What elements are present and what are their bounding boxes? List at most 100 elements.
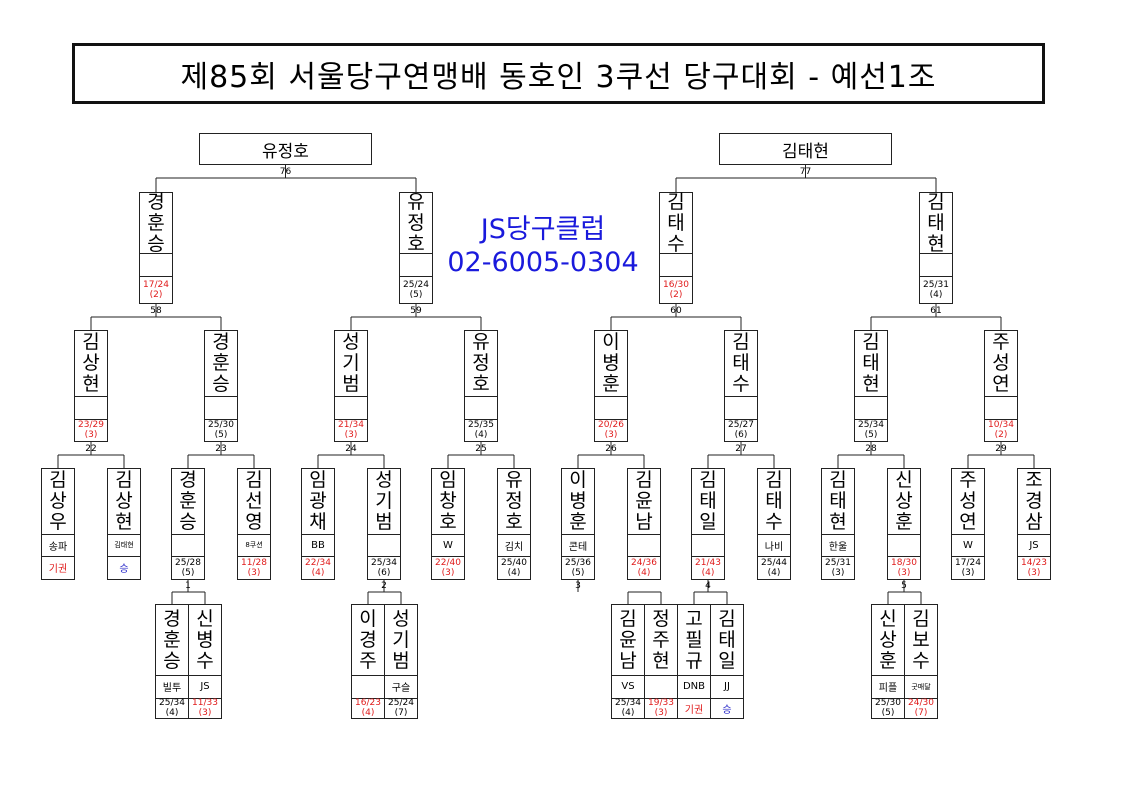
inning-count: (3) [961,567,975,578]
inning-count: (3) [604,430,618,440]
club-name: 8쿠션 [238,534,270,557]
inning-count: (3) [247,567,261,578]
match-number: 26 [605,444,617,454]
inning-count: (3) [84,430,98,440]
inning-count: (3) [344,430,358,440]
club-name: 빌투 [156,675,188,699]
match-number: 22 [85,444,97,454]
inning-count: (5) [409,289,423,300]
inning-count: (7) [914,708,928,718]
club-name: VS [612,675,644,699]
inning-count: (4) [637,567,651,578]
blank-cell [75,396,107,420]
score-value: 25/35 [468,420,494,430]
score-value: 22/34 [305,557,331,568]
score-cell: 16/23(4) [352,698,384,718]
inning-count: (2) [994,430,1008,440]
inning-count: (4) [311,567,325,578]
club-name: 굿매달 [905,675,937,699]
score-cell: 25/34(6) [368,556,400,579]
inning-count: (3) [198,708,212,718]
score-value: 24/36 [631,557,657,568]
blank-cell [985,396,1017,420]
score-cell: 10/34(2) [985,419,1017,441]
match-number: 23 [215,444,227,454]
score-value: 25/27 [728,420,754,430]
score-cell: 25/44(4) [758,556,790,579]
score-cell: 25/30(5) [205,419,237,441]
match-number: 28 [865,444,877,454]
score-value: 23/29 [78,420,104,430]
score-cell: 11/33(3) [189,698,221,718]
score-cell: 25/36(5) [562,556,594,579]
score-value: 25/40 [501,557,527,568]
club-name [888,534,920,557]
blank-cell [660,253,692,277]
result-cell: 승 [722,704,732,716]
score-cell: 18/30(3) [888,556,920,579]
inning-count: (4) [361,708,375,718]
inning-count: (4) [165,708,179,718]
score-cell: 25/31(4) [920,276,952,303]
score-value: 17/24 [143,279,169,290]
club-name [645,675,677,699]
inning-count: (4) [767,567,781,578]
club-name: 콘테 [562,534,594,557]
club-promo: JS당구클럽 02-6005-0304 [438,213,648,279]
score-cell: 11/28(3) [238,556,270,579]
club-name [628,534,660,557]
inning-count: (7) [394,708,408,718]
inning-count: (4) [621,708,635,718]
match-number: 25 [475,444,487,454]
match-number: 24 [345,444,357,454]
club-name: 구슬 [385,675,417,699]
club-name [172,534,204,557]
club-name: JS [1018,534,1050,557]
match-number: 77 [799,167,812,177]
score-value: 22/40 [435,557,461,568]
inning-count: (5) [864,430,878,440]
score-cell: 25/40(4) [498,556,530,579]
score-value: 21/43 [695,557,721,568]
score-cell: 23/29(3) [75,419,107,441]
club-name: W [432,534,464,557]
score-cell: 25/34(4) [156,698,188,718]
club-name: 피플 [872,675,904,699]
score-cell: 25/27(6) [725,419,757,441]
score-value: 11/33 [192,698,218,708]
inning-count: (3) [1027,567,1041,578]
match-number: 1 [185,581,191,591]
score-cell: 25/28(5) [172,556,204,579]
inning-count: (3) [831,567,845,578]
inning-count: (5) [181,567,195,578]
score-value: 21/34 [338,420,364,430]
